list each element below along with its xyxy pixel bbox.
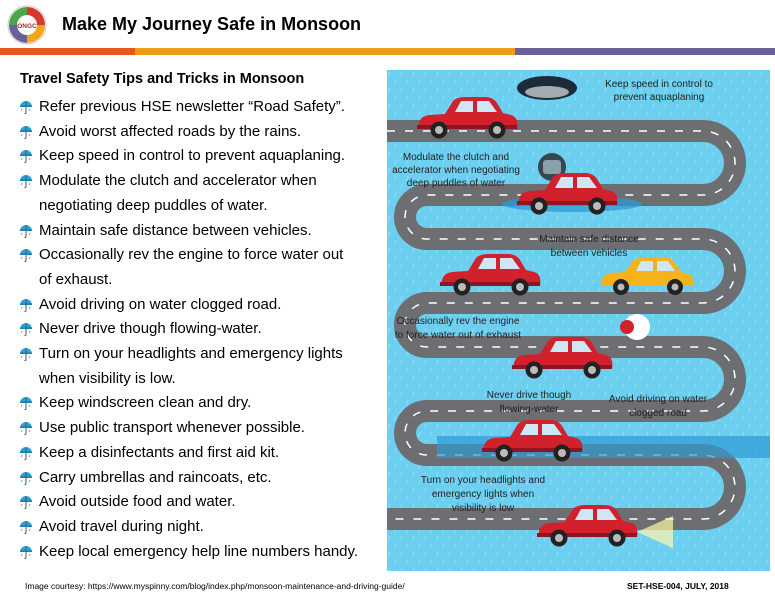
- umbrella-bullet-icon: [18, 247, 34, 263]
- label-headlights: emergency lights when: [432, 489, 534, 500]
- monsoon-road-illustration: Keep speed in control to prevent aquapla…: [387, 70, 770, 571]
- tip-item: Keep speed in control to prevent aquapla…: [18, 144, 390, 169]
- label-clogged: Avoid driving on water: [609, 394, 708, 405]
- umbrella-bullet-icon: [18, 470, 34, 486]
- umbrella-bullet-icon: [18, 544, 34, 560]
- road-lane-markings: [387, 130, 736, 520]
- umbrella-bullet-icon: [18, 223, 34, 239]
- tip-item: Keep windscreen clean and dry.: [18, 391, 390, 416]
- tip-item: Keep a disinfectants and first aid kit.: [18, 441, 390, 466]
- document-code: SET-HSE-004, JULY, 2018: [627, 581, 729, 591]
- label-speed: prevent aquaplaning: [614, 92, 705, 103]
- umbrella-bullet-icon: [18, 148, 34, 164]
- header-stripe-orange-red: [0, 48, 135, 55]
- umbrella-bullet-icon: [18, 124, 34, 140]
- label-headlights: visibility is low: [452, 503, 515, 514]
- header-stripe-orange: [135, 48, 515, 55]
- label-flowing: Never drive though: [487, 390, 572, 401]
- label-distance: between vehicles: [551, 248, 628, 259]
- umbrella-bullet-icon: [18, 420, 34, 436]
- tip-item: Avoid worst affected roads by the rains.: [18, 120, 390, 145]
- tip-item: Avoid outside food and water.: [18, 490, 390, 515]
- tips-list: Refer previous HSE newsletter “Road Safe…: [18, 95, 390, 564]
- umbrella-bullet-icon: [18, 99, 34, 115]
- exhaust-smoke-icon: [624, 314, 650, 340]
- page-title: Make My Journey Safe in Monsoon: [62, 14, 362, 34]
- label-flowing: flowing-water: [500, 404, 560, 415]
- tip-item: Avoid driving on water clogged road.: [18, 293, 390, 318]
- label-rev: to force water out of exhaust: [395, 330, 521, 341]
- umbrella-bullet-icon: [18, 297, 34, 313]
- tip-item: Refer previous HSE newsletter “Road Safe…: [18, 95, 390, 120]
- tip-item: Keep local emergency help line numbers h…: [18, 540, 390, 565]
- section-subtitle: Travel Safety Tips and Tricks in Monsoon: [20, 71, 305, 87]
- tip-item: Occasionally rev the engine to force wat…: [18, 243, 390, 292]
- label-clutch: Modulate the clutch and: [403, 152, 509, 163]
- label-clutch: accelerator when negotiating: [392, 165, 520, 176]
- yellow-car: [601, 257, 694, 295]
- label-headlights: Turn on your headlights and: [421, 475, 545, 486]
- umbrella-bullet-icon: [18, 173, 34, 189]
- umbrella-bullet-icon: [18, 494, 34, 510]
- tip-item: Modulate the clutch and accelerator when…: [18, 169, 390, 218]
- umbrella-bullet-icon: [18, 346, 34, 362]
- header-stripe-purple: [515, 48, 775, 55]
- label-distance: Maintain safe distance: [539, 234, 639, 245]
- tip-item: Carry umbrellas and raincoats, etc.: [18, 466, 390, 491]
- ongc-logo: ONGC: [7, 5, 47, 45]
- umbrella-bullet-icon: [18, 395, 34, 411]
- tip-item: Never drive though flowing-water.: [18, 317, 390, 342]
- tip-item: Maintain safe distance between vehicles.: [18, 219, 390, 244]
- label-clogged: clogged road: [629, 408, 687, 419]
- headlight-beam: [637, 516, 673, 548]
- tip-item: Avoid travel during night.: [18, 515, 390, 540]
- label-speed: Keep speed in control to: [605, 79, 713, 90]
- image-credit: Image courtesy: https://www.myspinny.com…: [25, 581, 405, 591]
- tip-item: Turn on your headlights and emergency li…: [18, 342, 390, 391]
- umbrella-bullet-icon: [18, 519, 34, 535]
- umbrella-bullet-icon: [18, 445, 34, 461]
- label-rev: Occasionally rev the engine: [397, 316, 520, 327]
- logo-text: ONGC: [17, 23, 37, 30]
- label-clutch: deep puddles of water: [407, 178, 506, 189]
- tip-item: Use public transport whenever possible.: [18, 416, 390, 441]
- umbrella-bullet-icon: [18, 321, 34, 337]
